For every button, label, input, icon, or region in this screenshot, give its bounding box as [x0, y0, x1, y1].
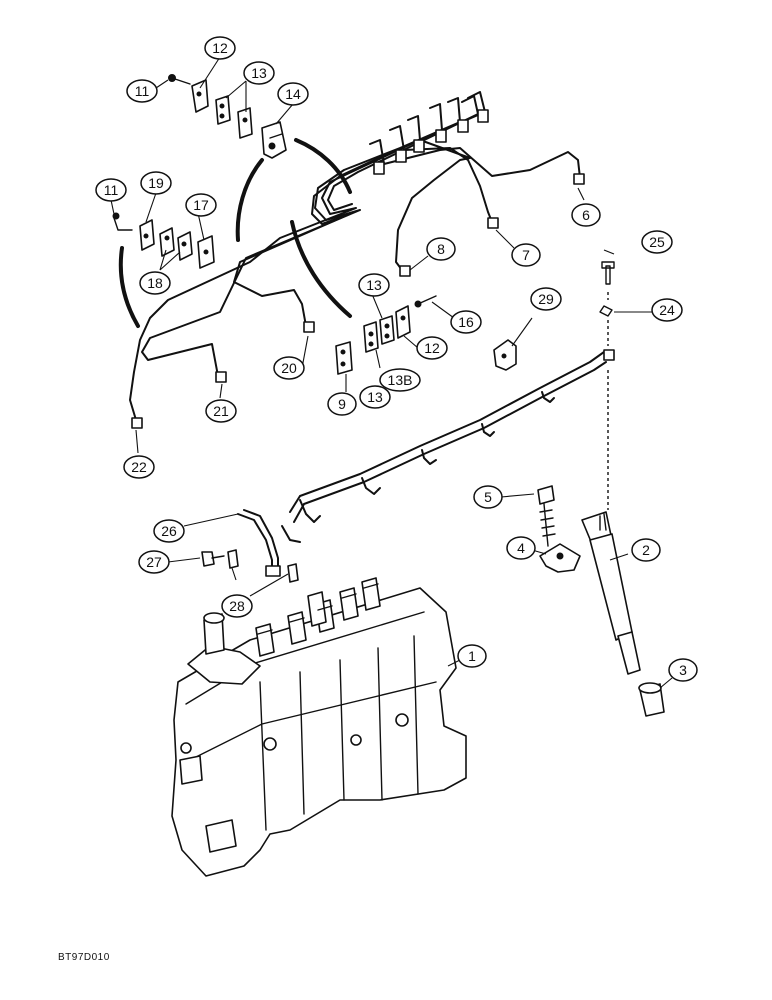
callout-29: 29 [530, 287, 562, 311]
callout-1: 1 [457, 644, 487, 668]
callout-13-middle-bottom: 13 [359, 385, 391, 409]
svg-text:21: 21 [213, 403, 229, 419]
svg-text:12: 12 [424, 340, 440, 356]
callout-12-middle: 12 [416, 336, 448, 360]
svg-text:11: 11 [104, 182, 119, 198]
svg-text:3: 3 [679, 662, 687, 678]
callout-17: 17 [185, 193, 217, 217]
callout-14: 14 [277, 82, 309, 106]
injection-lines [129, 91, 585, 429]
callout-3: 3 [668, 658, 698, 682]
callout-24: 24 [651, 298, 683, 322]
callout-8: 8 [426, 237, 456, 261]
svg-text:24: 24 [659, 302, 675, 318]
callout-21: 21 [205, 399, 237, 423]
svg-text:2: 2 [642, 542, 650, 558]
svg-text:1: 1 [468, 648, 476, 664]
callout-16: 16 [450, 310, 482, 334]
injector-assembly [537, 485, 665, 717]
svg-text:22: 22 [131, 459, 147, 475]
callout-27: 27 [138, 550, 170, 574]
injection-pump [171, 577, 467, 877]
callout-25: 25 [641, 230, 673, 254]
svg-text:16: 16 [458, 314, 474, 330]
callout-12-upper: 12 [204, 36, 236, 60]
svg-text:17: 17 [193, 197, 209, 213]
svg-text:9: 9 [338, 396, 346, 412]
svg-text:26: 26 [161, 523, 177, 539]
fuel-return-line [237, 261, 615, 577]
svg-text:13: 13 [366, 277, 382, 293]
svg-text:18: 18 [147, 275, 163, 291]
svg-text:7: 7 [522, 247, 530, 263]
figure-code: BT97D010 [58, 952, 110, 963]
callout-13B: 13B [379, 368, 421, 392]
svg-text:14: 14 [285, 86, 301, 102]
svg-text:28: 28 [229, 598, 245, 614]
bolt-and-washers [201, 549, 299, 583]
callout-9: 9 [327, 392, 357, 416]
callout-13-middle-top: 13 [358, 273, 390, 297]
svg-text:13: 13 [251, 65, 267, 81]
callout-11-left: 11 [95, 178, 127, 202]
svg-text:13: 13 [367, 389, 383, 405]
callout-22: 22 [123, 455, 155, 479]
clamp-set-middle [335, 295, 437, 375]
callout-13-upper: 13 [243, 61, 275, 85]
callout-18: 18 [139, 271, 171, 295]
svg-text:13B: 13B [388, 372, 413, 388]
svg-text:25: 25 [649, 234, 665, 250]
svg-text:29: 29 [538, 291, 554, 307]
callout-5: 5 [473, 485, 503, 509]
callout-19: 19 [140, 171, 172, 195]
assembly-arcs [118, 138, 352, 328]
svg-text:19: 19 [148, 175, 164, 191]
svg-text:27: 27 [146, 554, 162, 570]
callout-26: 26 [153, 519, 185, 543]
delivery-valves [255, 577, 381, 657]
callout-2: 2 [631, 538, 661, 562]
callout-leaders [110, 56, 673, 689]
svg-text:11: 11 [135, 83, 150, 99]
svg-text:12: 12 [212, 40, 228, 56]
svg-text:20: 20 [281, 360, 297, 376]
callout-4: 4 [506, 536, 536, 560]
callout-20: 20 [273, 356, 305, 380]
svg-text:5: 5 [484, 489, 492, 505]
svg-text:4: 4 [517, 540, 525, 556]
callout-11-upper: 11 [126, 79, 158, 103]
svg-text:6: 6 [582, 207, 590, 223]
callout-7: 7 [511, 243, 541, 267]
clamp-set-upper [168, 74, 287, 159]
callout-6: 6 [571, 203, 601, 227]
callout-28: 28 [221, 594, 253, 618]
svg-text:8: 8 [437, 241, 445, 257]
